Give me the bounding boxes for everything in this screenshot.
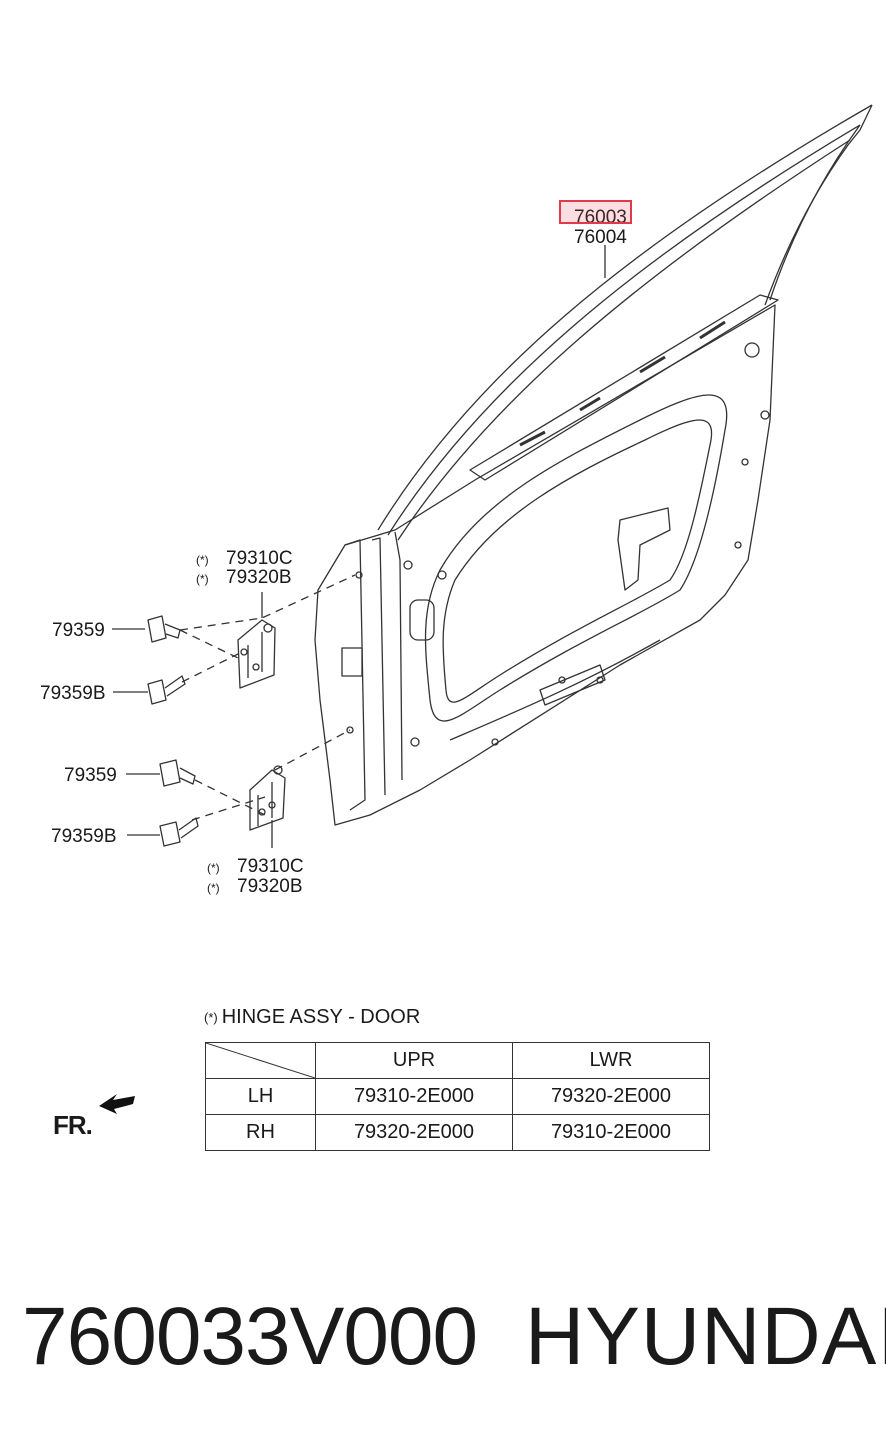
bolt-upper-a-drawing (147, 615, 181, 643)
table-cell-side: RH (205, 1114, 316, 1151)
table-cell-lwr[interactable]: 79310-2E000 (512, 1114, 710, 1151)
callout-bolt-lower-a[interactable]: 79359 (64, 765, 117, 786)
front-label: FR. (53, 1110, 93, 1140)
callout-hinge-lower-a[interactable]: 79310C (237, 856, 304, 877)
table-cell-upr[interactable]: 79320-2E000 (315, 1114, 513, 1151)
part-number: 760033V000 (22, 1291, 478, 1382)
table-row: RH 79320-2E000 79310-2E000 (205, 1114, 710, 1151)
bolt-lower-a-drawing (159, 759, 196, 787)
window-frame-inner (387, 124, 861, 536)
direction-arrow-icon (99, 1094, 135, 1114)
bolt-upper-b-drawing (147, 675, 186, 705)
callout-hinge-lower-b[interactable]: 79320B (237, 876, 303, 897)
bolt-lower-b-drawing (159, 817, 199, 847)
callout-highlight-box (559, 200, 632, 224)
table-cell-lwr[interactable]: 79320-2E000 (512, 1078, 710, 1115)
callout-bolt-upper-b[interactable]: 79359B (40, 683, 106, 704)
asterisk-mark: (*) (204, 1010, 218, 1025)
diagonal-divider (206, 1043, 315, 1078)
footer: 760033V000 HYUNDAI (0, 1290, 886, 1390)
callout-hinge-upper-a[interactable]: 79310C (226, 548, 293, 569)
legend-title-text: HINGE ASSY - DOOR (221, 1006, 421, 1028)
callout-bolt-lower-b[interactable]: 79359B (51, 826, 117, 847)
door-inner-panel (314, 304, 776, 826)
window-frame-outer (377, 104, 873, 531)
asterisk-mark: (*) (196, 572, 209, 586)
asterisk-mark: (*) (196, 553, 209, 567)
parts-diagram: 76003 76004 (*) 79310C (*) 79320B 79359 … (40, 104, 873, 897)
asterisk-mark: (*) (207, 881, 220, 895)
table-header-row: UPR LWR (205, 1042, 710, 1079)
table-cell-upr[interactable]: 79310-2E000 (315, 1078, 513, 1115)
brand-name: HYUNDAI (525, 1291, 886, 1382)
rear-frame-post (769, 124, 861, 301)
upper-hinge-drawing (237, 619, 276, 689)
front-direction-indicator: FR. (53, 1090, 143, 1140)
table-corner-cell (205, 1042, 316, 1079)
legend-title: (*) HINGE ASSY - DOOR (204, 1006, 420, 1029)
table-row: LH 79310-2E000 79320-2E000 (205, 1078, 710, 1115)
table-header-lwr: LWR (512, 1042, 710, 1079)
door-panel-drawing: 76003 76004 (*) 79310C (*) 79320B 79359 … (40, 104, 873, 897)
callout-hinge-upper-b[interactable]: 79320B (226, 567, 292, 588)
table-cell-side: LH (205, 1078, 316, 1115)
belt-line (469, 294, 779, 481)
lower-hinge-drawing (249, 765, 286, 831)
table-header-upr: UPR (315, 1042, 513, 1079)
service-opening (424, 394, 728, 722)
asterisk-mark: (*) (207, 861, 220, 875)
callout-panel-alt[interactable]: 76004 (574, 227, 627, 248)
callout-bolt-upper-a[interactable]: 79359 (52, 620, 105, 641)
hinge-assy-table: UPR LWR LH 79310-2E000 79320-2E000 RH 79… (205, 1042, 710, 1151)
